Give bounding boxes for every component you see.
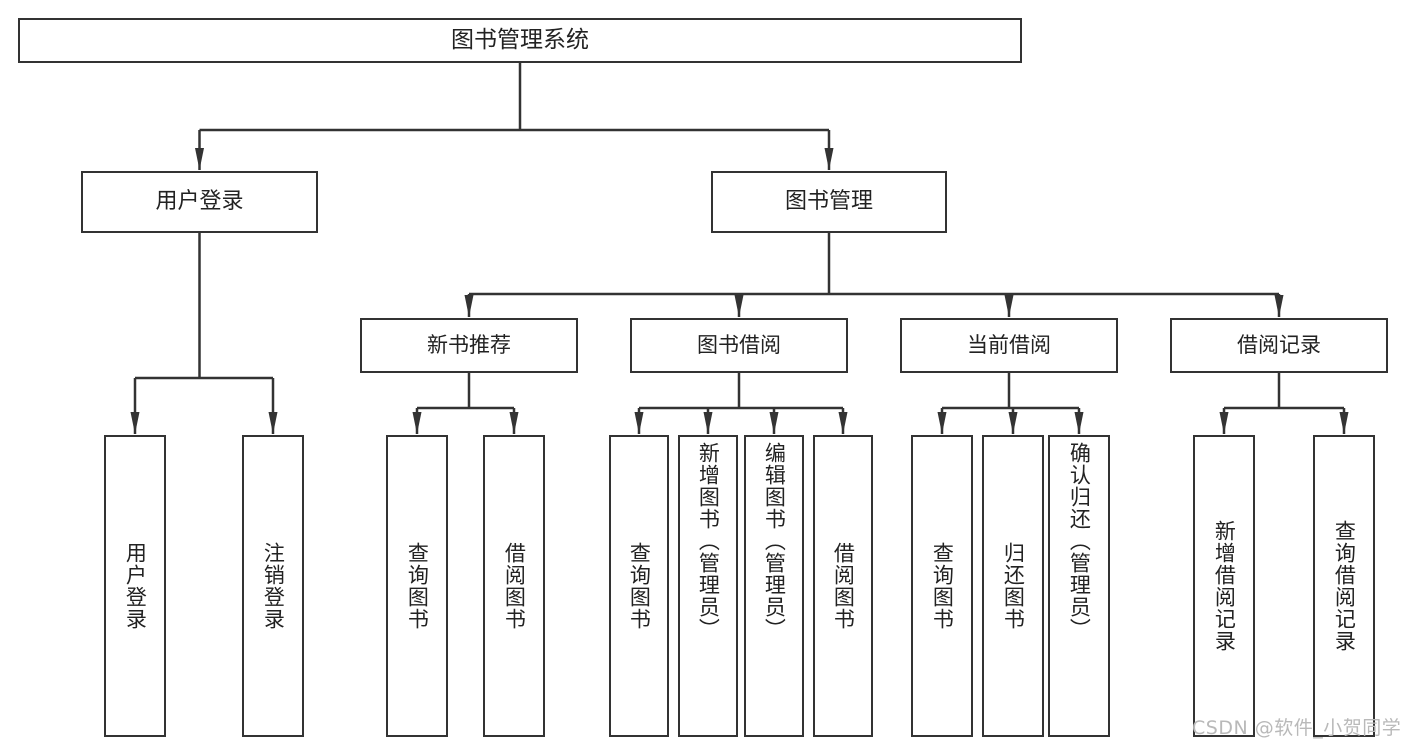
edge-arrowhead	[769, 412, 779, 434]
node-leaf-add-book[interactable]: 新增图书（管理员）	[678, 435, 738, 737]
node-current-borrow[interactable]: 当前借阅	[900, 318, 1118, 373]
edge-arrowhead	[268, 412, 278, 434]
edge-arrowhead	[464, 295, 474, 317]
watermark: CSDN @软件_小贺同学	[1192, 717, 1402, 739]
node-leaf-query-book-3[interactable]: 查询图书	[911, 435, 973, 737]
node-borrow-record[interactable]: 借阅记录	[1170, 318, 1388, 373]
edge-arrowhead	[703, 412, 713, 434]
node-leaf-user-logout[interactable]: 注销登录	[242, 435, 304, 737]
edge-arrowhead	[937, 412, 947, 434]
node-leaf-query-book-2[interactable]: 查询图书	[609, 435, 669, 737]
edge-arrowhead	[838, 412, 848, 434]
node-leaf-query-record[interactable]: 查询借阅记录	[1313, 435, 1375, 737]
edge-arrowhead	[1219, 412, 1229, 434]
node-new-book-rec[interactable]: 新书推荐	[360, 318, 578, 373]
edge-arrowhead	[1004, 295, 1014, 317]
node-leaf-borrow-book-2[interactable]: 借阅图书	[813, 435, 873, 737]
edge-arrowhead	[1339, 412, 1349, 434]
node-leaf-borrow-book-1[interactable]: 借阅图书	[483, 435, 545, 737]
edge-arrowhead	[1274, 295, 1284, 317]
edge-arrowhead	[734, 295, 744, 317]
node-leaf-add-record[interactable]: 新增借阅记录	[1193, 435, 1255, 737]
edge-arrowhead	[195, 148, 204, 170]
edge-arrowhead	[824, 148, 834, 170]
edge-arrowhead	[412, 412, 422, 434]
node-leaf-user-login[interactable]: 用户登录	[104, 435, 166, 737]
edge-arrowhead	[1074, 412, 1084, 434]
node-book-mgmt[interactable]: 图书管理	[711, 171, 947, 233]
node-leaf-return-book[interactable]: 归还图书	[982, 435, 1044, 737]
node-user-login[interactable]: 用户登录	[81, 171, 318, 233]
node-leaf-confirm-return[interactable]: 确认归还（管理员）	[1048, 435, 1110, 737]
node-leaf-query-book-1[interactable]: 查询图书	[386, 435, 448, 737]
node-root[interactable]: 图书管理系统	[18, 18, 1022, 63]
node-leaf-edit-book[interactable]: 编辑图书（管理员）	[744, 435, 804, 737]
edge-arrowhead	[130, 412, 140, 434]
edge-arrowhead	[1008, 412, 1018, 434]
edge-arrowhead	[509, 412, 519, 434]
edge-arrowhead	[634, 412, 644, 434]
node-book-borrow[interactable]: 图书借阅	[630, 318, 848, 373]
